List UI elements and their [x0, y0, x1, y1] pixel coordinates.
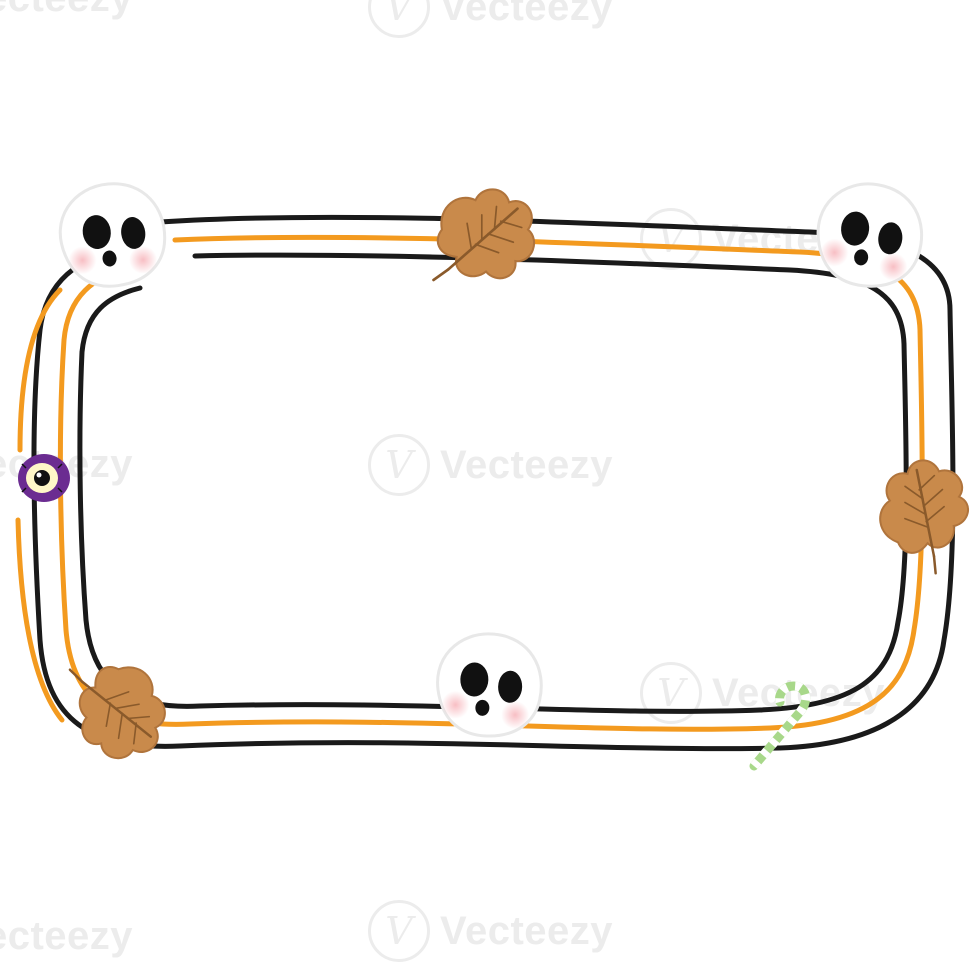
ghost-icon: [52, 175, 173, 295]
candy-cane-icon: [749, 681, 811, 771]
ghost-icon: [434, 630, 545, 740]
frame-line-left-top-accent: [17, 287, 63, 453]
frame-line-outer: [31, 214, 956, 752]
autumn-leaf-icon: [432, 188, 536, 282]
eyeball-icon: [18, 454, 70, 502]
frame-line-left-outer-accent: [15, 517, 65, 723]
frame-line-inner: [77, 252, 909, 714]
